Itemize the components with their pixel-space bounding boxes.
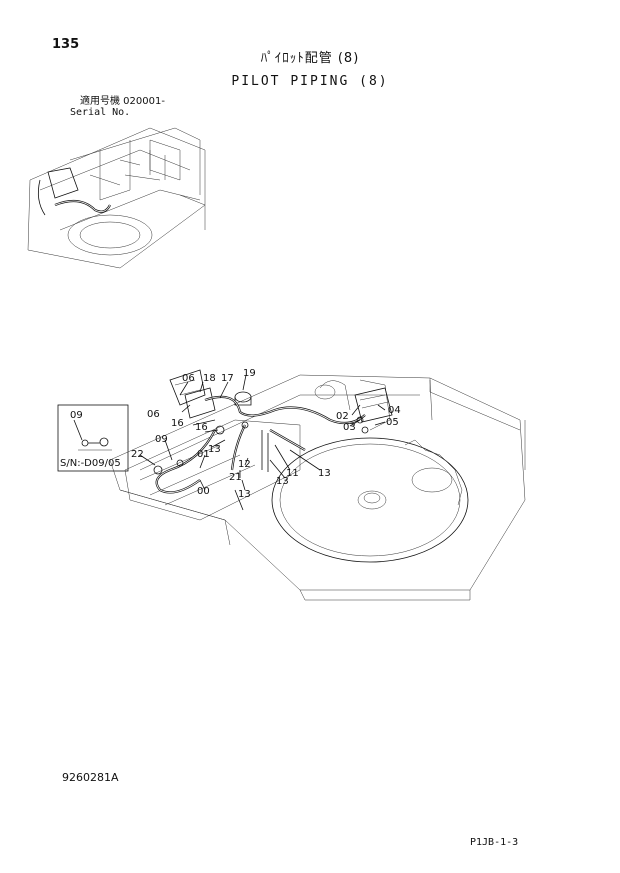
callout-13: 13 — [208, 444, 221, 455]
page-number: 135 — [52, 37, 80, 52]
callout-00: 00 — [197, 486, 210, 497]
callout-04: 04 — [388, 405, 401, 416]
callout-06-lower: 06 — [147, 409, 160, 420]
callout-19: 19 — [243, 368, 256, 379]
callout-17: 17 — [221, 373, 234, 384]
callout-13-right: 13 — [318, 468, 331, 479]
inset-serial-note: S/N:-D09/05 — [60, 458, 121, 469]
page-code: P1JB-1-3 — [470, 837, 519, 848]
title-english: PILOT PIPING (8) — [231, 74, 389, 89]
callout-09: 09 — [155, 434, 168, 445]
inset-detail-box: 09 S/N:-D09/05 — [57, 404, 129, 472]
callout-18: 18 — [203, 373, 216, 384]
callout-06: 06 — [182, 373, 195, 384]
serial-label-japanese: 適用号機 020001- — [80, 96, 165, 107]
overview-frame — [27, 127, 206, 269]
main-assembly-drawing: 06 18 17 19 06 16 16 13 09 01 22 12 21 0… — [109, 368, 526, 601]
document-number: 9260281A — [62, 771, 119, 784]
callout-11: 11 — [286, 468, 299, 479]
inset-callout-09: 09 — [70, 410, 83, 421]
callout-13-lower: 13 — [238, 489, 251, 500]
callout-22: 22 — [131, 449, 144, 460]
callout-21: 21 — [229, 472, 242, 483]
callout-05: 05 — [386, 417, 399, 428]
callout-12: 12 — [238, 459, 251, 470]
callout-01: 01 — [197, 449, 210, 460]
callout-02: 02 — [336, 411, 349, 422]
title-japanese: ﾊﾟｲﾛｯﾄ配管 (8) — [260, 51, 360, 66]
callout-16: 16 — [171, 418, 184, 429]
serial-label-english: Serial No. — [70, 107, 131, 118]
callout-03: 03 — [343, 422, 356, 433]
callout-13-mid: 13 — [276, 476, 289, 487]
callout-16-right: 16 — [195, 422, 208, 433]
